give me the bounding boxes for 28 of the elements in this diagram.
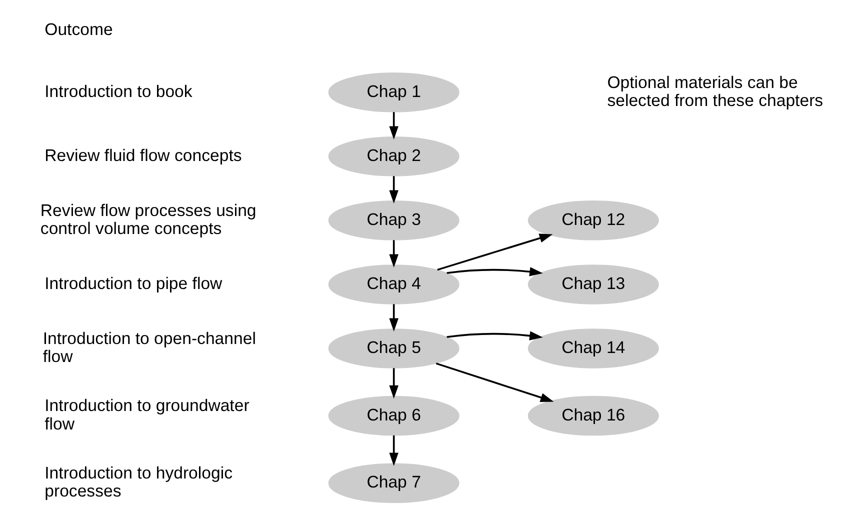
label: Introduction to pipe flow	[44, 274, 222, 293]
label: Review fluid flow concepts	[44, 146, 242, 165]
node-ellipse: Chap 6	[328, 396, 460, 436]
node-ellipse: Chap 4	[328, 264, 460, 304]
label: Introduction to hydrologic processes	[44, 464, 232, 501]
node-ellipse: Chap 7	[328, 463, 460, 503]
arrow	[389, 176, 398, 204]
node-ellipse: Chap 3	[328, 200, 460, 240]
label: Outcome	[44, 20, 113, 39]
label: Introduction to book	[44, 82, 192, 101]
node-ellipse: Chap 12	[528, 200, 659, 240]
label: Introduction to open-channel flow	[42, 328, 256, 366]
arrow	[446, 331, 543, 340]
arrow	[389, 304, 398, 332]
node-ellipse: Chap 16	[528, 396, 659, 436]
node-ellipse: Chap 2	[328, 136, 460, 176]
arrow	[437, 234, 553, 271]
label: Optional materials can be selected from these chapters	[607, 72, 824, 110]
arrow	[446, 267, 543, 276]
label: Introduction to groundwater flow	[44, 396, 250, 434]
arrow	[389, 368, 398, 399]
label: Review flow processes using control volume concepts	[40, 200, 256, 238]
arrow	[389, 435, 398, 466]
arrow	[389, 112, 398, 140]
node-ellipse: Chap 5	[328, 328, 460, 368]
arrow	[389, 240, 398, 268]
node-ellipse: Chap 1	[328, 72, 460, 112]
arrow	[436, 362, 554, 402]
